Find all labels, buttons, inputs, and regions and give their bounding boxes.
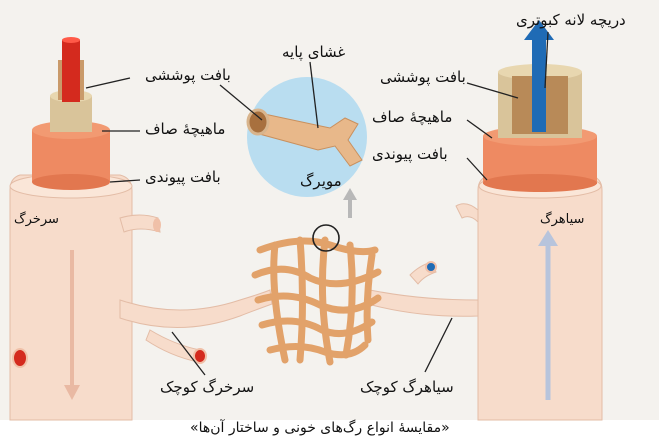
basement-membrane-label: غشای پایه <box>282 43 345 61</box>
vein-outer-layer-label: بافت پوششی <box>380 68 466 86</box>
vein-label: سیاهرگ <box>540 212 584 227</box>
capillary-label: مویرگ <box>300 172 342 190</box>
artery-label: سرخرگ <box>14 212 59 227</box>
vein-smooth-muscle-label: ماهیچهٔ صاف <box>372 108 452 126</box>
vein-valve-label: دریچه لانه کبوتری <box>516 11 626 29</box>
figure-caption: «مقایسهٔ انواع رگ‌های خونی و ساختار آن‌ه… <box>190 420 450 436</box>
artery-connective-label: بافت پیوندی <box>145 168 221 186</box>
artery-smooth-muscle-label: ماهیچهٔ صاف <box>145 120 225 138</box>
venule-label: سیاهرگ کوچک <box>360 378 454 396</box>
vein-connective-label: بافت پیوندی <box>372 145 448 163</box>
arteriole-label: سرخرگ کوچک <box>160 378 254 396</box>
artery-outer-layer-label: بافت پوششی <box>145 66 231 84</box>
